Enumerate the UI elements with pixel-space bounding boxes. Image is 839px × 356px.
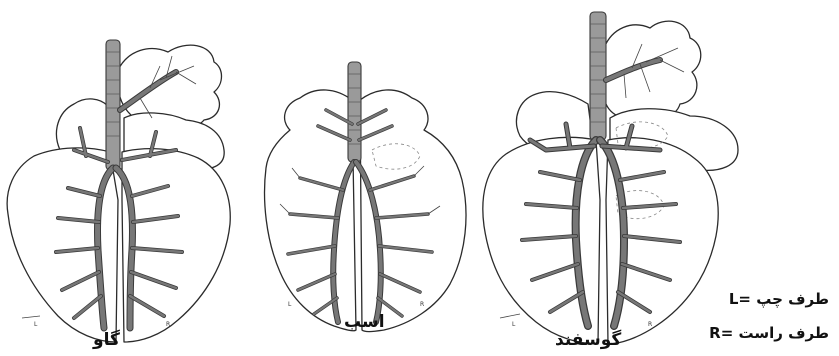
sheep-caption: گوسفند — [555, 330, 621, 350]
legend-left-side: L= طرف چپ — [729, 290, 829, 308]
legend-right-side: R= طرف راست — [709, 324, 829, 342]
svg-text:R: R — [648, 321, 652, 328]
horse-lungs: L R — [265, 62, 466, 332]
svg-text:R: R — [166, 321, 170, 328]
cow-lungs: L R — [7, 40, 230, 342]
cow-caudal-right — [122, 149, 230, 342]
svg-text:L: L — [288, 301, 292, 308]
svg-text:L: L — [512, 321, 516, 328]
sheep-trachea — [590, 12, 606, 140]
sheep-lungs: L R — [483, 12, 738, 344]
svg-text:L: L — [34, 321, 38, 328]
cow-trachea — [106, 40, 120, 170]
sheep-tracheal-lobe — [599, 21, 701, 119]
cow-caption: گاو — [93, 330, 120, 350]
horse-lung-left — [265, 90, 356, 331]
horse-trachea — [348, 62, 361, 162]
horse-caption: اسب — [344, 312, 385, 332]
svg-text:R: R — [420, 301, 424, 308]
